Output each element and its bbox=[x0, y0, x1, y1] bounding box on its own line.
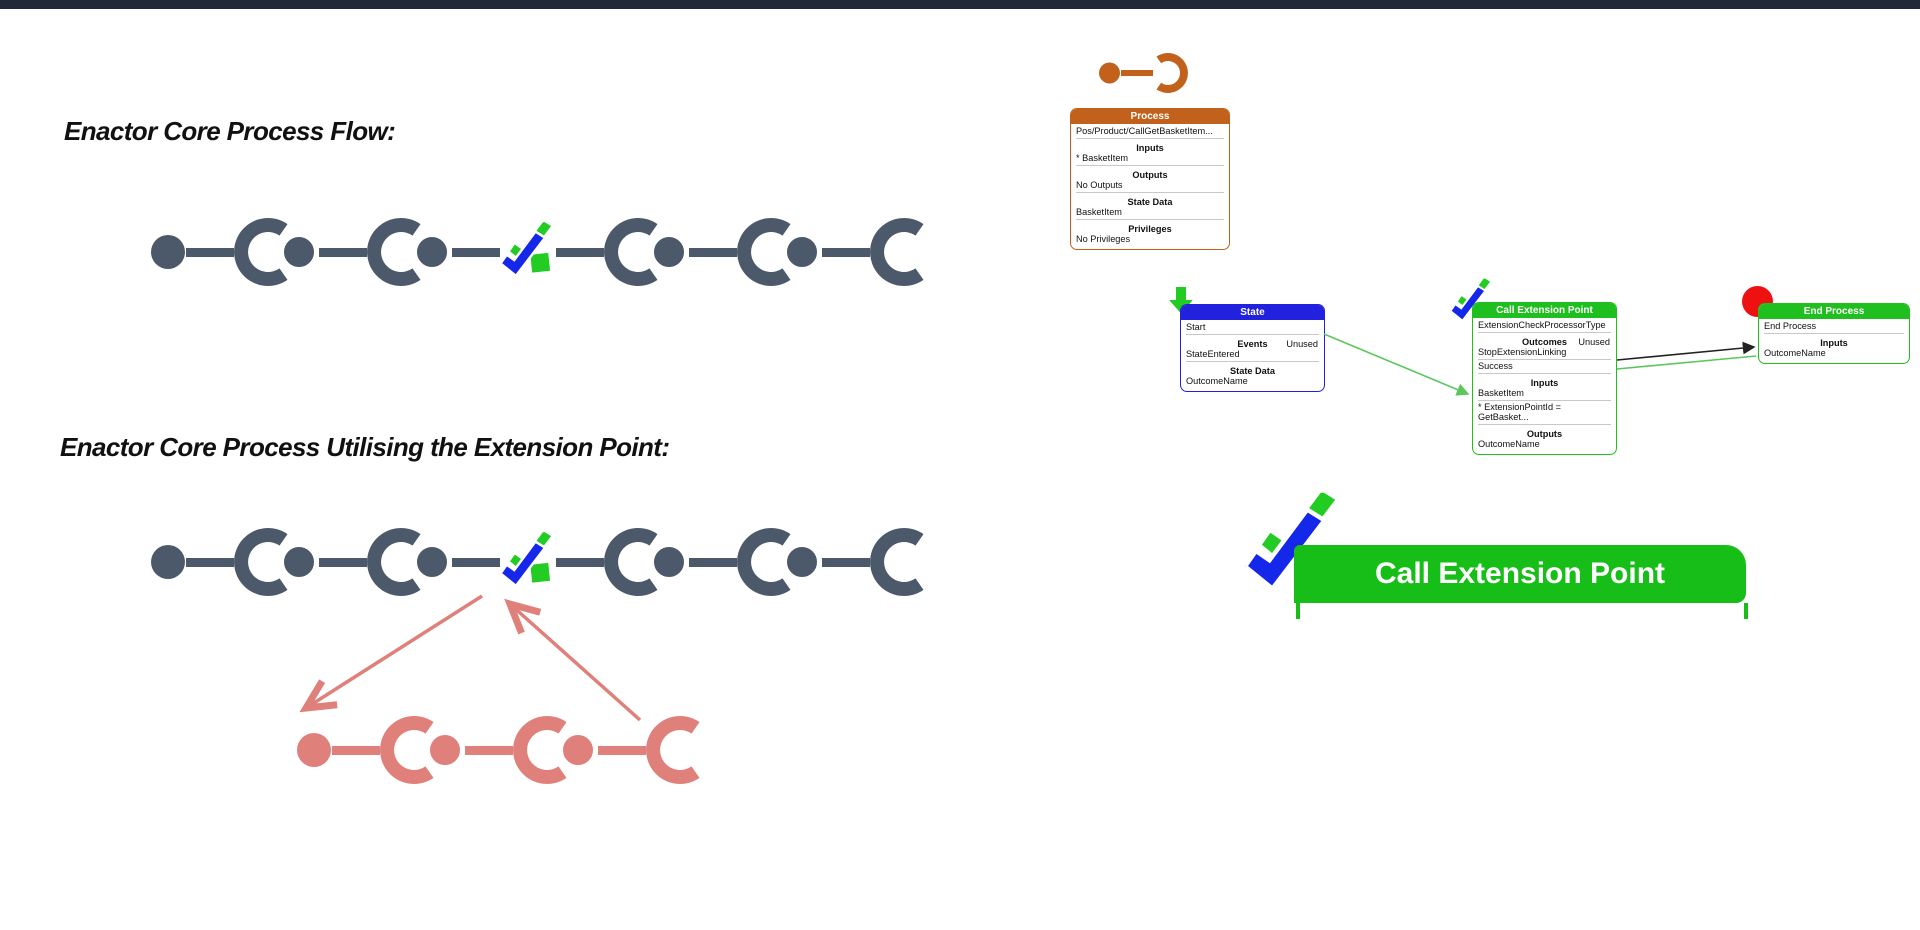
blue-check bbox=[498, 229, 547, 278]
flow-connector bbox=[452, 247, 500, 257]
box-title: Process bbox=[1071, 109, 1229, 124]
green-square bbox=[530, 252, 551, 273]
flow-connector bbox=[465, 745, 513, 755]
box-section-label: Privileges bbox=[1128, 224, 1172, 234]
box-value-row: BasketItem bbox=[1076, 207, 1224, 220]
flow-start-node bbox=[151, 235, 185, 269]
flow-connector bbox=[1121, 70, 1153, 76]
box-value-row: BasketItem bbox=[1478, 388, 1611, 401]
box-title: End Process bbox=[1759, 304, 1909, 319]
box-value-row: StateEntered bbox=[1186, 349, 1319, 362]
flow-connector bbox=[822, 557, 870, 567]
box-name: Start bbox=[1186, 322, 1319, 335]
extension-point-check-icon bbox=[498, 221, 555, 278]
green-square bbox=[530, 562, 551, 583]
flow-connector bbox=[319, 247, 367, 257]
extension-reference-arrows bbox=[299, 594, 642, 722]
flow-start-node bbox=[151, 545, 185, 579]
extension-detail-flow-diagram bbox=[296, 712, 704, 788]
extension-point-icon bbox=[498, 531, 556, 590]
box-value-row: OutcomeName bbox=[1478, 439, 1540, 449]
flow-start-node bbox=[297, 733, 331, 767]
box-connectors bbox=[1323, 333, 1757, 396]
box-value-row: StopExtensionLinking bbox=[1478, 347, 1611, 360]
box-value-row: OutcomeName bbox=[1186, 376, 1248, 386]
reference-arrow-right bbox=[504, 598, 642, 722]
box-name: Pos/Product/CallGetBasketItem... bbox=[1076, 126, 1224, 139]
blue-check bbox=[1449, 284, 1487, 323]
flow-step-node bbox=[737, 218, 821, 286]
flow-step-node bbox=[367, 218, 451, 286]
flow-step-node bbox=[737, 528, 821, 596]
flow-start-node bbox=[1099, 62, 1120, 84]
call-extension-point-banner-body bbox=[1296, 603, 1748, 619]
top-bar bbox=[0, 0, 1920, 9]
flow-connector bbox=[186, 557, 234, 567]
box-section-tag: Unused bbox=[1578, 337, 1610, 347]
box-section-label: Inputs bbox=[1136, 143, 1164, 153]
extension-point-icon bbox=[498, 221, 556, 280]
core-flow-heading: Enactor Core Process Flow: bbox=[64, 116, 396, 146]
box-value-row: OutcomeName bbox=[1764, 348, 1826, 358]
process-link-icon bbox=[1098, 50, 1188, 96]
box-section-label: Inputs bbox=[1530, 378, 1559, 388]
flow-step-node bbox=[513, 716, 597, 784]
banner-label: Call Extension Point bbox=[1374, 557, 1666, 590]
box-section-label: Inputs bbox=[1820, 338, 1848, 348]
connector-extension-to-end-success bbox=[1616, 355, 1757, 370]
flow-connector bbox=[319, 557, 367, 567]
flow-connector bbox=[556, 557, 604, 567]
connector-state-to-extension bbox=[1323, 333, 1470, 396]
blue-check bbox=[498, 539, 547, 588]
flow-connector bbox=[186, 247, 234, 257]
call-extension-point-banner: Call Extension Point bbox=[1294, 545, 1746, 603]
flow-end-node bbox=[646, 716, 700, 784]
box-section-label: Outputs bbox=[1526, 429, 1563, 439]
flow-step-node bbox=[234, 528, 318, 596]
flow-connector bbox=[598, 745, 646, 755]
flow-step-node bbox=[380, 716, 464, 784]
box-name: End Process bbox=[1764, 321, 1904, 334]
box-section-label: State Data bbox=[1127, 197, 1173, 207]
extension-point-check-icon bbox=[498, 531, 555, 588]
flow-end-node-left bbox=[1156, 53, 1188, 93]
flow-step-node bbox=[604, 528, 688, 596]
box-name: ExtensionCheckProcessorType bbox=[1478, 320, 1611, 333]
flow-connector bbox=[689, 247, 737, 257]
flow-connector bbox=[822, 247, 870, 257]
flow-connector bbox=[556, 247, 604, 257]
box-section-label: Outputs bbox=[1132, 170, 1168, 180]
flow-step-node bbox=[604, 218, 688, 286]
box-value-row: No Privileges bbox=[1076, 234, 1131, 244]
box-title: Call Extension Point bbox=[1473, 303, 1616, 318]
flow-connector bbox=[452, 557, 500, 567]
box-section-tag: Unused bbox=[1286, 339, 1318, 349]
flow-end-node bbox=[870, 528, 924, 596]
connector-extension-to-end bbox=[1616, 341, 1756, 361]
flow-step-node bbox=[234, 218, 318, 286]
box-title: State bbox=[1181, 305, 1324, 320]
blue-check bbox=[1241, 506, 1328, 592]
box-value-row: No Outputs bbox=[1076, 180, 1224, 193]
extension-flow-heading: Enactor Core Process Utilising the Exten… bbox=[60, 432, 670, 462]
flow-end-node bbox=[870, 218, 924, 286]
box-value-row: * ExtensionPointId = GetBasket... bbox=[1478, 402, 1611, 425]
box-value-row: Success bbox=[1478, 361, 1611, 374]
reference-arrow-left bbox=[299, 594, 483, 713]
box-section-label: State Data bbox=[1230, 366, 1275, 376]
flow-connector bbox=[689, 557, 737, 567]
extension-process-flow-diagram bbox=[150, 524, 928, 600]
flow-step-node bbox=[367, 528, 451, 596]
box-value-row: * BasketItem bbox=[1076, 153, 1224, 166]
flow-connector bbox=[332, 745, 380, 755]
core-process-flow-diagram bbox=[150, 214, 928, 290]
